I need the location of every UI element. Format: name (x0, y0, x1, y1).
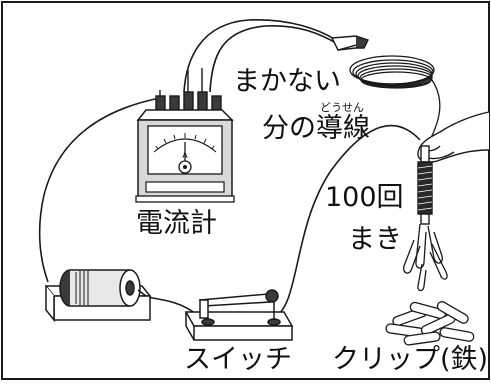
loose-paperclips (385, 301, 475, 346)
label-ruby-dousen: どうせん (320, 101, 364, 114)
wire-ammeter-to-clip (209, 24, 339, 93)
knife-switch (184, 289, 294, 341)
battery-box (44, 269, 152, 323)
label-ammeter: 電流計 (136, 208, 217, 239)
label-turns-line1: 100回 (325, 182, 404, 213)
coil-100-turns (417, 161, 433, 225)
wire-ammeter-to-battery (38, 97, 161, 283)
wire-ammeter-top (183, 19, 337, 93)
coiled-wire-bundle (349, 55, 441, 141)
ammeter-unit: A (182, 151, 188, 160)
label-unwound-wire-line2: 分の導線 (262, 113, 370, 144)
label-turns-line2: まき (348, 224, 402, 255)
wire-switch-to-coil (271, 124, 421, 319)
label-clips: クリップ(鉄) (332, 344, 489, 375)
hand-holding-coil (403, 111, 490, 292)
alligator-clip (330, 35, 369, 51)
attached-clips (403, 223, 448, 292)
ammeter: A (135, 68, 235, 203)
label-unwound-wire-line1: まかない (233, 66, 341, 97)
label-switch: スイッチ (184, 344, 292, 375)
battery-stripes (75, 271, 89, 305)
